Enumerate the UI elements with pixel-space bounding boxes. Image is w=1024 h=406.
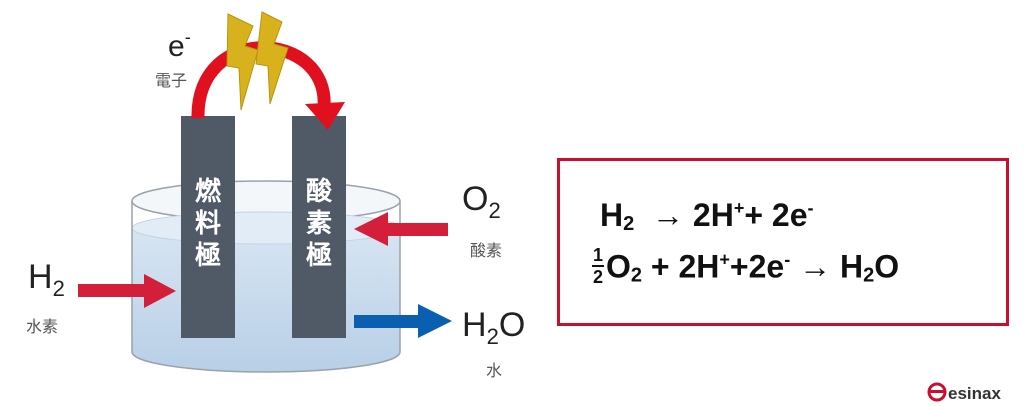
oxygen-input-arrow: [384, 223, 448, 236]
oxygen-electrode-char-1: 酸: [306, 177, 333, 207]
hydrogen-symbol: H2: [28, 258, 65, 301]
fuel-electrode-char-2: 料: [195, 209, 221, 239]
lightning-icon: [226, 13, 259, 111]
equation-anode: H2 → 2H++ 2e-: [600, 197, 814, 235]
fuel-electrode: [181, 116, 235, 338]
electron-symbol: e-: [168, 27, 191, 63]
electron-label: 電子: [155, 71, 187, 90]
oxygen-electrode-char-3: 極: [306, 241, 332, 271]
electron-arrow-head: [305, 102, 345, 130]
water-label: 水: [486, 361, 502, 380]
esinax-logo: esinax: [927, 382, 1001, 403]
oxygen-electrode: [292, 116, 346, 338]
container-wall: [131, 201, 401, 373]
oxygen-symbol: O2: [462, 180, 501, 223]
hydrogen-input-arrow: [78, 284, 148, 297]
oxygen-arrow-head: [354, 212, 388, 246]
oxygen-label: 酸素: [470, 241, 502, 260]
hydrogen-arrow-head: [144, 274, 176, 308]
lightning-icon: [255, 11, 289, 105]
water-output-arrow: [354, 315, 422, 328]
oxygen-electrode-char-2: 素: [306, 209, 332, 239]
svg-text:esinax: esinax: [948, 384, 1001, 403]
water-arrow-head: [418, 304, 452, 338]
fuel-electrode-char-1: 燃: [195, 177, 222, 207]
water: [132, 228, 400, 372]
fuel-electrode-char-3: 極: [195, 241, 221, 271]
water-symbol: H2O: [462, 306, 525, 349]
hydrogen-label: 水素: [26, 317, 58, 336]
